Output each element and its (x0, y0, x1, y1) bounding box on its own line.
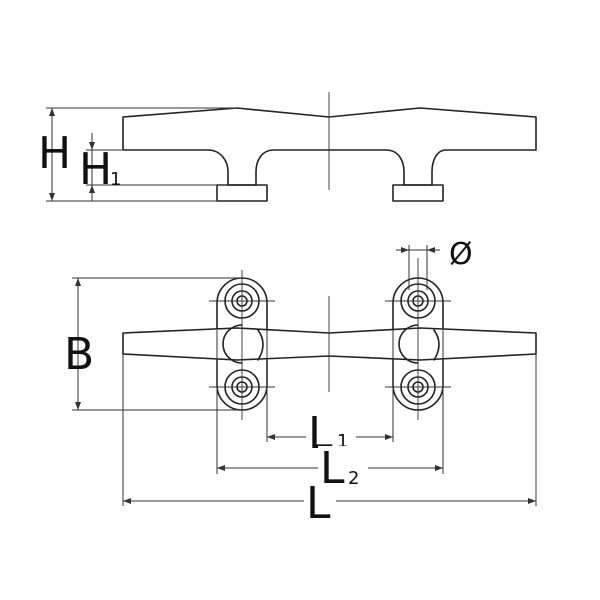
l2-arrow-left (217, 465, 225, 471)
side-view: H H 1 (38, 92, 537, 202)
center-marks (209, 258, 451, 420)
h-arrow-top (49, 108, 55, 116)
pillar-right-outline (398, 324, 440, 364)
h-arrow-bottom (49, 193, 55, 201)
l2-arrow-right (435, 465, 443, 471)
h-label: H (38, 128, 71, 179)
h1-arrow-top (89, 142, 95, 150)
h1-label-sub: 1 (110, 169, 121, 190)
b-label: B (64, 329, 94, 380)
l2-label-main: L (320, 443, 345, 494)
top-view-cleat-body (122, 327, 537, 361)
l1-arrow-left (267, 434, 275, 440)
side-view-cleat-body (122, 107, 537, 186)
diameter-arrow-right (427, 247, 435, 253)
h1-arrow-bottom (89, 185, 95, 193)
h1-label-main: H (79, 144, 112, 195)
pillar-left-outline (222, 324, 264, 364)
diameter-arrow-left (401, 247, 409, 253)
b-arrow-top (75, 278, 81, 286)
l2-label-sub: 2 (348, 468, 359, 489)
b-arrow-bottom (75, 402, 81, 410)
diameter-label: Ø (449, 237, 473, 272)
l1-arrow-right (385, 434, 393, 440)
l1-label-sub: 1 (337, 431, 348, 452)
l-arrow-left (123, 498, 131, 504)
side-view-base-left (216, 184, 268, 202)
side-view-base-right (392, 184, 444, 202)
l-arrow-right (528, 498, 536, 504)
l-label: L (306, 478, 331, 529)
top-view: B Ø L 1 L 2 L (64, 237, 537, 529)
